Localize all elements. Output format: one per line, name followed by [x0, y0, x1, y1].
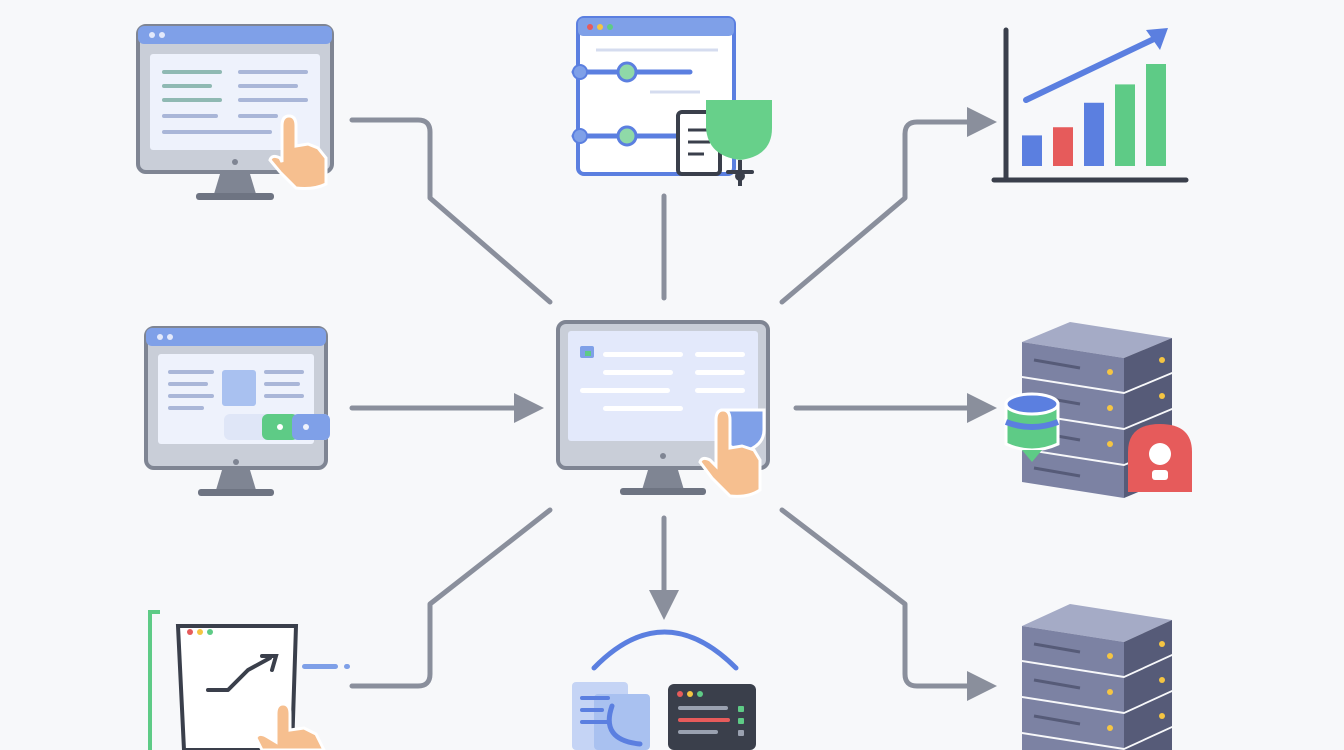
tablet-icon: [148, 610, 299, 750]
hub-node[interactable]: [556, 320, 770, 498]
pointing-hand-icon: [268, 114, 328, 190]
pointing-hand-icon: [254, 702, 326, 750]
connectors: [349, 107, 997, 701]
terminal-icon: [668, 684, 756, 750]
connector-bottom-right: [779, 507, 997, 701]
monitor-icon: [144, 326, 328, 496]
documents-icon: [572, 682, 650, 750]
chart-bar: [1084, 102, 1104, 166]
bar-chart-growth-icon: [991, 27, 1189, 183]
pointing-hand-icon: [698, 408, 762, 498]
trend-arrow-icon: [206, 654, 279, 692]
mid-right-node[interactable]: [1004, 322, 1192, 498]
chart-bar: [1053, 127, 1073, 166]
database-icon: [1004, 392, 1060, 462]
server-unit: [1022, 692, 1172, 748]
chart-bar: [1022, 135, 1042, 166]
server-unit: [1022, 728, 1172, 750]
top-right-node[interactable]: [991, 27, 1189, 183]
chart-bar: [1146, 64, 1166, 166]
sync-arc-icon: [591, 629, 739, 671]
chart-bars: [1022, 64, 1166, 166]
server-unit: [1022, 620, 1172, 676]
alert-badge-icon: [1128, 424, 1192, 492]
bottom-right-node[interactable]: [1022, 604, 1172, 750]
dashed-line-icon: [302, 664, 350, 669]
bottom-center-node[interactable]: [572, 629, 756, 750]
toggle-switch-icon: [224, 414, 330, 440]
connector-top-right: [779, 107, 997, 305]
server-unit: [1022, 322, 1172, 392]
growth-arrowhead: [1146, 28, 1168, 50]
server-unit: [1022, 656, 1172, 712]
chart-bar: [1115, 84, 1135, 166]
bottom-left-node[interactable]: [148, 610, 350, 750]
connector-top-left: [349, 117, 553, 305]
top-left-node[interactable]: [136, 24, 334, 200]
server-rack-icon: [1022, 604, 1172, 750]
top-center-node[interactable]: [571, 16, 772, 186]
growth-arrow: [1023, 35, 1159, 103]
funnel-icon: [706, 100, 772, 186]
connector-bottom-left: [349, 507, 553, 689]
central-monitor-icon: [556, 320, 770, 495]
mid-left-node[interactable]: [144, 326, 330, 496]
